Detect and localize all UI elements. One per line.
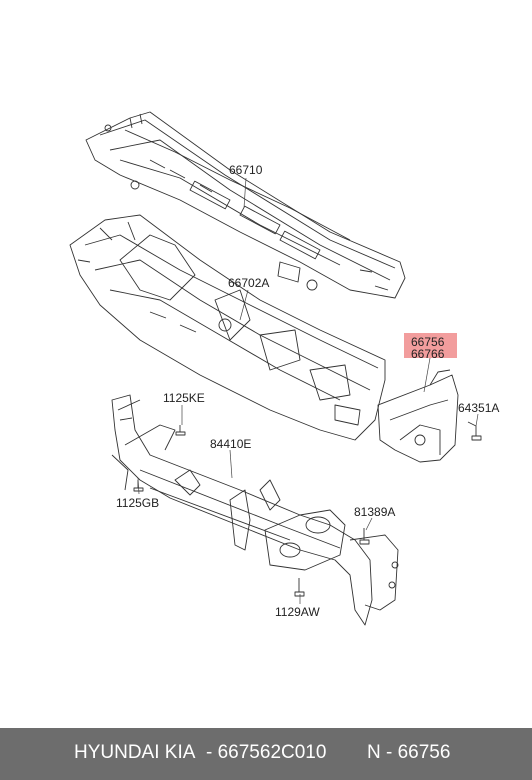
highlight-box: [404, 333, 457, 358]
callout-66766: 66766: [411, 347, 445, 361]
fasteners-drawing: [133, 425, 370, 597]
footer-brand: HYUNDAI KIA: [74, 742, 196, 763]
callout-64351a: 64351A: [458, 401, 500, 415]
cowl-inner-panel-drawing: [69, 214, 386, 441]
callout-84410e: 84410E: [210, 437, 252, 451]
callout-1125gb: 1125GB: [116, 496, 160, 510]
parts-diagram: [69, 111, 482, 626]
callout-66702a: 66702A: [228, 276, 270, 290]
bracket-drawing: [377, 369, 459, 463]
footer-part-number: - 667562C010: [206, 742, 327, 763]
callout-1129aw: 1129AW: [275, 605, 320, 619]
callout-66710: 66710: [229, 163, 263, 177]
callout-66756: 66756: [411, 335, 445, 349]
footer-ref: N - 66756: [367, 742, 451, 763]
bolt-64351a-drawing: [467, 421, 482, 441]
callout-1125ke: 1125KE: [163, 391, 205, 405]
footer-bar: HYUNDAI KIA - 667562C010 N - 66756: [0, 728, 532, 780]
cross-member-drawing: [111, 394, 399, 626]
callout-81389a: 81389A: [354, 505, 396, 519]
leader-lines: [137, 177, 479, 604]
cowl-top-panel-drawing: [85, 111, 406, 299]
